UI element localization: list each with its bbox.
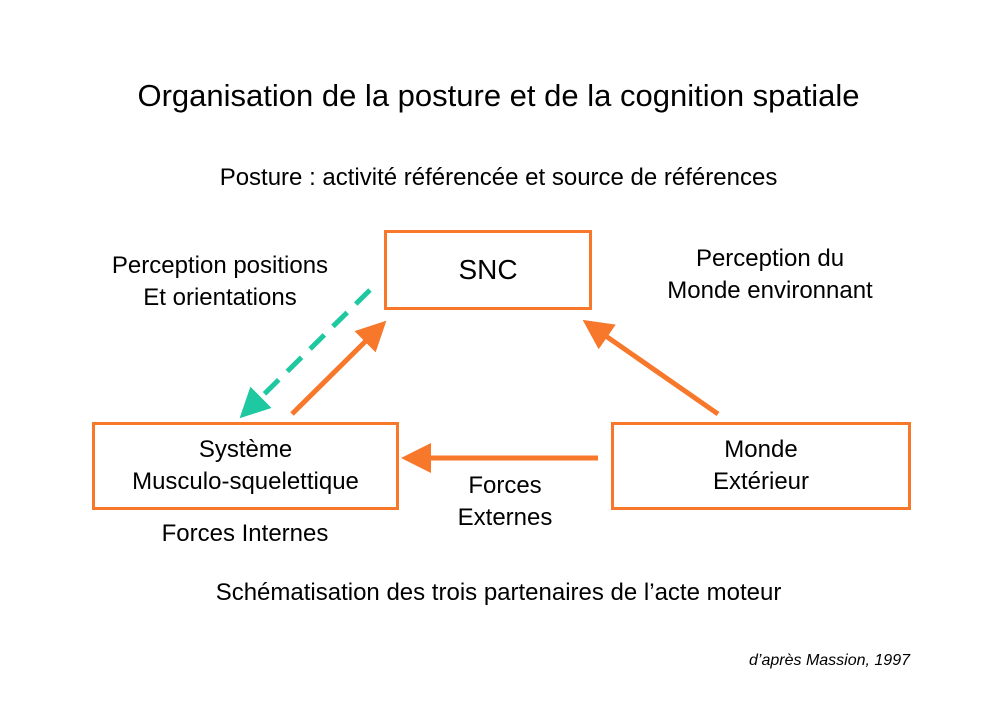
box-snc: SNC bbox=[384, 230, 592, 310]
box-snc-label: SNC bbox=[458, 254, 518, 285]
label-forces-internes: Forces Internes bbox=[161, 520, 329, 547]
label-perception-monde-line2: Monde environnant bbox=[667, 277, 873, 304]
label-perception-monde: Perception du Monde environnant bbox=[620, 243, 920, 307]
box-monde-line1: Monde bbox=[724, 436, 798, 463]
arrow-snc-to-systeme bbox=[239, 288, 372, 419]
caption: Schématisation des trois partenaires de … bbox=[215, 579, 782, 606]
label-perception-positions: Perception positions Et orientations bbox=[70, 250, 370, 314]
label-forces-externes-line2: Externes bbox=[457, 504, 553, 531]
credit: d’après Massion, 1997 bbox=[749, 652, 910, 669]
box-systeme-line2: Musculo-squelettique bbox=[132, 468, 359, 495]
label-perception-positions-line2: Et orientations bbox=[143, 284, 297, 311]
label-forces-externes: Forces Externes bbox=[420, 470, 590, 534]
subtitle: Posture : activité référencée et source … bbox=[219, 164, 778, 191]
arrow-monde-to-snc bbox=[582, 319, 720, 417]
box-systeme-musculo-squelettique: Système Musculo-squelettique bbox=[92, 422, 399, 510]
box-monde-line2: Extérieur bbox=[712, 468, 810, 495]
label-perception-positions-line1: Perception positions bbox=[111, 252, 329, 279]
label-perception-monde-line1: Perception du bbox=[695, 245, 845, 272]
box-systeme-line1: Système bbox=[198, 436, 293, 463]
box-monde-exterieur: Monde Extérieur bbox=[611, 422, 911, 510]
label-forces-externes-line1: Forces bbox=[468, 472, 542, 499]
arrow-systeme-to-snc bbox=[290, 320, 387, 416]
page-title: Organisation de la posture et de la cogn… bbox=[137, 78, 860, 113]
